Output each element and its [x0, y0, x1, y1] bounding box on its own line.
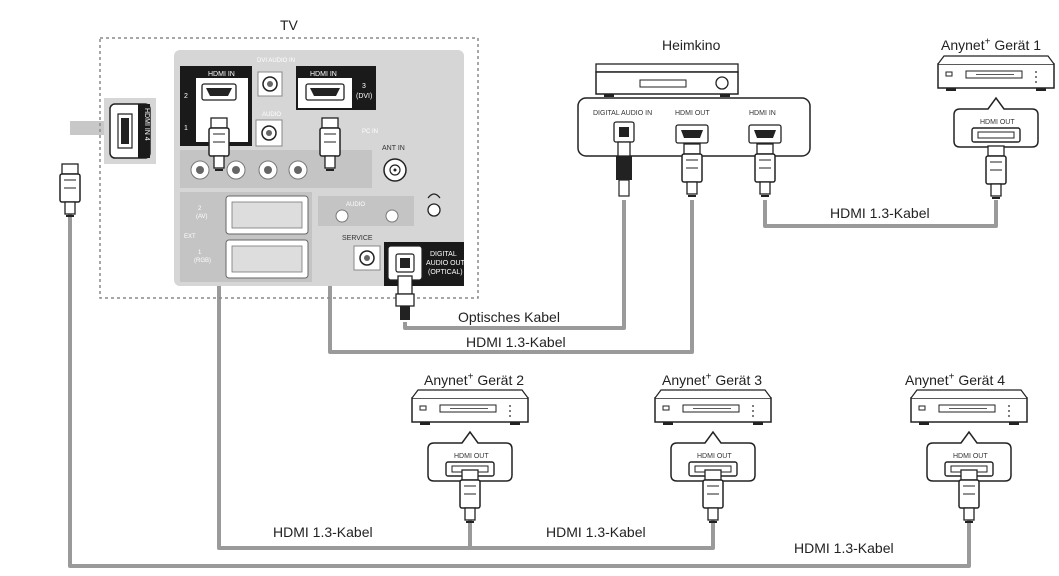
ant-in-label: ANT IN	[382, 145, 405, 152]
service-label: SERVICE	[342, 235, 373, 242]
hdmi-plug-heimkino-out	[681, 143, 703, 197]
digital-audio-out-line2: AUDIO OUT	[426, 260, 466, 267]
cable-tv-hdmi4-device4	[68, 210, 971, 568]
ext-1-label: 1	[198, 250, 202, 256]
device2-hdmi-out-label: HDMI OUT	[454, 453, 489, 460]
cable-label-tv-heimkino: HDMI 1.3-Kabel	[466, 334, 566, 350]
tv-panel: HDMI IN 2 1 DVI AUDIO IN HDMI IN 3 (DVI)…	[99, 37, 479, 299]
device3-hdmi-out-label: HDMI OUT	[697, 453, 732, 460]
cable-heimkino-device1	[763, 200, 998, 228]
digital-audio-in-label: DIGITAL AUDIO IN	[593, 110, 652, 117]
hdmi-in-label-1-2: HDMI IN	[208, 71, 235, 78]
device1-hdmi-out-label: HDMI OUT	[980, 119, 1015, 126]
ext-label: EXT	[184, 234, 196, 240]
dvi-audio-in-label: DVI AUDIO IN	[257, 58, 295, 64]
audio-label-bottom: AUDIO	[346, 202, 365, 208]
digital-audio-out-line1: DIGITAL	[430, 251, 457, 258]
optical-plug-heimkino	[616, 141, 632, 197]
dvi-label: (DVI)	[356, 93, 372, 100]
anynet-device-2-label: Anynet+ Gerät 2	[424, 371, 525, 388]
anynet-device-3-label: Anynet+ Gerät 3	[662, 371, 763, 388]
cable-label-tv-device2: HDMI 1.3-Kabel	[273, 524, 373, 540]
anynet-device-2: HDMI OUT	[411, 389, 529, 523]
hdmi-plug-side	[59, 163, 81, 217]
hdmi-in-4-label: HDMI IN 4	[143, 108, 150, 141]
cable-label-optical: Optisches Kabel	[458, 309, 560, 325]
heimkino-receiver	[595, 63, 739, 97]
optical-plug-tv	[395, 275, 415, 320]
cable-label-tv-device4: HDMI 1.3-Kabel	[794, 540, 894, 556]
ext-1-sub: (RGB)	[194, 258, 211, 264]
anynet-device-3: HDMI OUT	[654, 389, 772, 523]
tv-label: TV	[280, 17, 298, 33]
cable-label-heimkino-device1: HDMI 1.3-Kabel	[830, 205, 930, 221]
anynet-device-1: HDMI OUT	[937, 55, 1055, 199]
cable-tv-hdmi1-device2-device3	[217, 170, 715, 550]
tv-dashed-frame	[99, 37, 479, 299]
headphone-icon	[427, 193, 441, 199]
anynet-device-4: HDMI OUT	[910, 389, 1028, 523]
heimkino-hdmi-out-label: HDMI OUT	[675, 110, 710, 117]
hdmi-in-label-3: HDMI IN	[310, 71, 337, 78]
hdmi-in-4-side-panel: HDMI IN 4	[104, 98, 156, 164]
heimkino-label: Heimkino	[662, 37, 721, 53]
cable-optical	[403, 200, 626, 330]
anynet-device-4-label: Anynet+ Gerät 4	[905, 371, 1006, 388]
ext-2-label: 2	[198, 206, 202, 212]
hdmi-in-2-num: 2	[184, 93, 188, 100]
heimkino-hdmi-in-label: HDMI IN	[749, 110, 776, 117]
hdmi-plug-heimkino-in	[754, 143, 776, 197]
anynet-device-1-label: Anynet+ Gerät 1	[941, 36, 1042, 53]
audio-label-top: AUDIO	[262, 112, 281, 118]
device4-hdmi-out-label: HDMI OUT	[953, 453, 988, 460]
hdmi-in-1-num: 1	[184, 125, 188, 132]
pc-in-label: PC IN	[362, 129, 378, 135]
ext-2-sub: (AV)	[196, 214, 208, 220]
cable-label-device2-device3: HDMI 1.3-Kabel	[546, 524, 646, 540]
hdmi-in-3-num: 3	[362, 83, 366, 90]
digital-audio-out-line3: (OPTICAL)	[428, 269, 463, 276]
